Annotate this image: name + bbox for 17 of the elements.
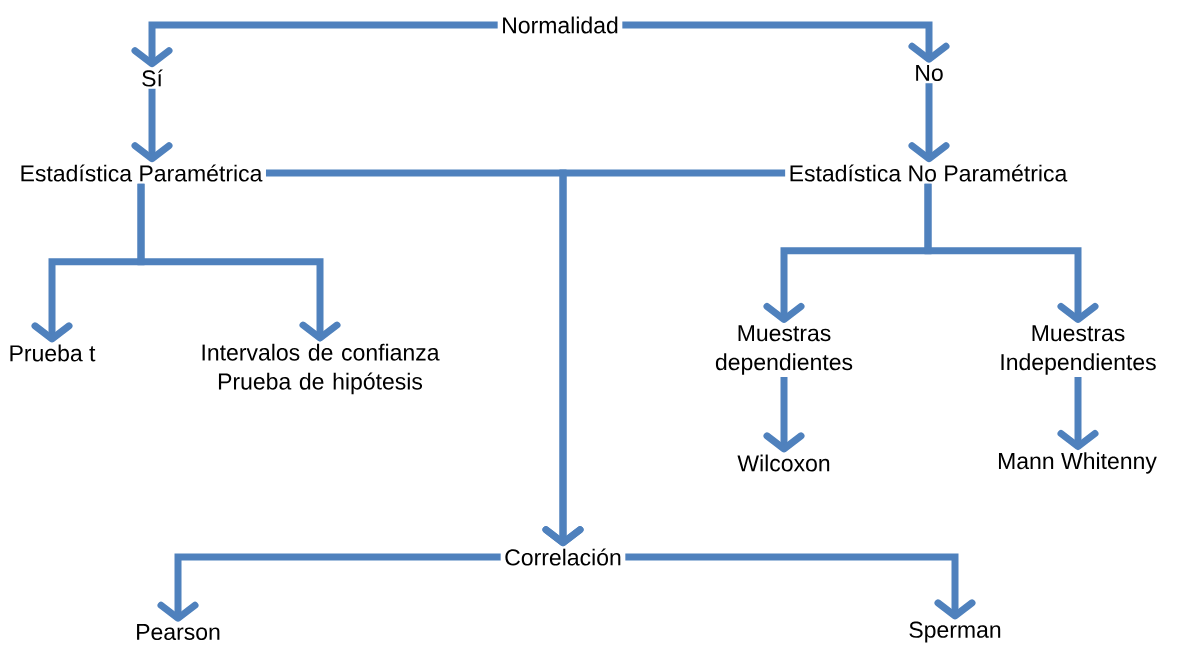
category-label: Muestras dependientes xyxy=(715,325,853,375)
category-label: Muestras Independientes xyxy=(1001,325,1156,375)
category-label: Estadística Paramétrica xyxy=(21,164,263,182)
arrow xyxy=(924,183,1099,323)
category-label: Mann Whitenny xyxy=(999,452,1157,474)
category-label: Wilcoxon xyxy=(737,454,830,472)
category-label: Prueba t xyxy=(10,344,96,362)
arrow xyxy=(137,183,341,342)
category-label: Sperman xyxy=(909,621,1001,643)
arrow xyxy=(542,169,786,547)
category-label: Sí xyxy=(142,69,163,87)
category-label: Correlación xyxy=(505,548,621,566)
category-label: Pearson xyxy=(137,623,220,640)
category-label: No xyxy=(916,64,943,81)
category-label: Estadística No Paramétrica xyxy=(790,164,1068,182)
category-label: Intervalos de confianza Prueba de hipótesis xyxy=(202,343,440,395)
category-label: Normalidad xyxy=(503,16,618,34)
